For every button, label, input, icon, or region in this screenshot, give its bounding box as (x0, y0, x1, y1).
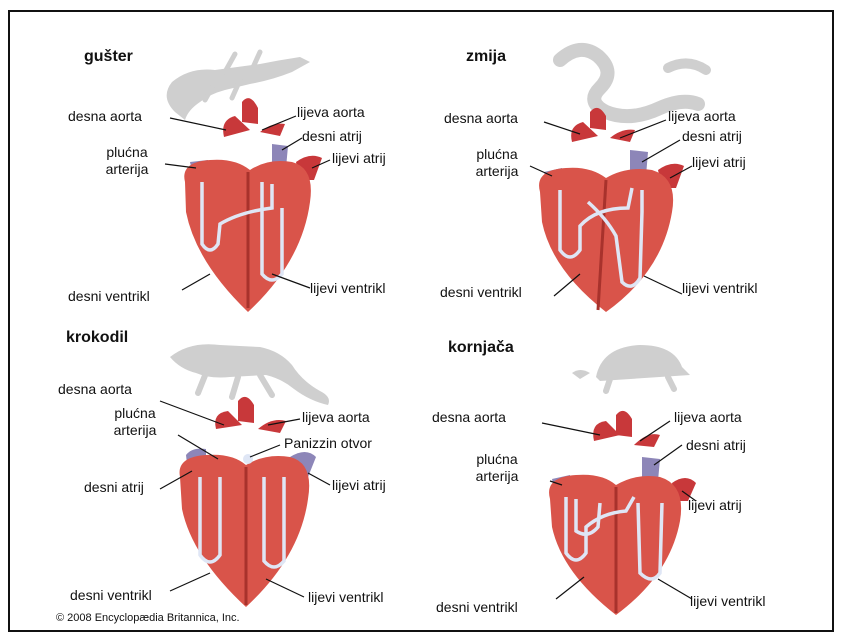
diagram-frame: gušter desna aorta lijeva aorta desni at… (8, 10, 834, 632)
label-right-atrium: desni atrij (302, 128, 362, 145)
panel-title: kornjača (448, 339, 514, 357)
lizard-silhouette-icon (167, 52, 310, 120)
label-left-ventricle: lijevi ventrikl (308, 589, 383, 606)
label-left-aorta: lijeva aorta (297, 104, 365, 121)
label-right-atrium: desni atrij (686, 437, 746, 454)
label-right-aorta: desna aorta (432, 409, 506, 426)
label-pulmonary-artery-line1: plućna (458, 146, 536, 163)
snake-heart (539, 108, 684, 312)
label-pulmonary-artery: plućna arterija (88, 144, 166, 178)
turtle-heart (549, 411, 696, 615)
panel-title: zmija (466, 48, 506, 66)
label-pulmonary-artery: plućna arterija (458, 451, 536, 485)
label-right-ventricle: desni ventrikl (436, 599, 518, 616)
label-right-ventricle: desni ventrikl (70, 587, 152, 604)
label-right-atrium: desni atrij (84, 479, 144, 496)
label-right-ventricle: desni ventrikl (68, 288, 150, 305)
label-pulmonary-artery-line2: arterija (458, 163, 536, 180)
label-left-atrium: lijevi atrij (692, 154, 746, 171)
turtle-silhouette-icon (572, 345, 690, 391)
panel-title: gušter (84, 48, 133, 66)
label-left-aorta: lijeva aorta (674, 409, 742, 426)
label-left-ventricle: lijevi ventrikl (682, 280, 757, 297)
label-pulmonary-artery-line1: plućna (458, 451, 536, 468)
label-left-atrium: lijevi atrij (332, 150, 386, 167)
crocodile-heart (180, 397, 316, 607)
label-left-aorta: lijeva aorta (302, 409, 370, 426)
crocodile-heart-diagram (10, 317, 420, 617)
label-pulmonary-artery-line2: arterija (88, 161, 166, 178)
label-left-ventricle: lijevi ventrikl (690, 593, 765, 610)
label-panizza-foramen: Panizzin otvor (284, 435, 372, 452)
label-right-atrium: desni atrij (682, 128, 742, 145)
label-left-aorta: lijeva aorta (668, 108, 736, 125)
label-left-ventricle: lijevi ventrikl (310, 280, 385, 297)
label-left-atrium: lijevi atrij (688, 497, 742, 514)
label-pulmonary-artery-line1: plućna (88, 144, 166, 161)
label-right-aorta: desna aorta (68, 108, 142, 125)
copyright-notice: © 2008 Encyclopædia Britannica, Inc. (56, 612, 240, 624)
label-pulmonary-artery-line2: arterija (458, 468, 536, 485)
label-left-atrium: lijevi atrij (332, 477, 386, 494)
label-pulmonary-artery: plućna arterija (96, 405, 174, 439)
label-right-aorta: desna aorta (58, 381, 132, 398)
crocodile-silhouette-icon (170, 344, 329, 405)
panel-title: krokodil (66, 329, 128, 347)
label-pulmonary-artery-line1: plućna (96, 405, 174, 422)
label-right-aorta: desna aorta (444, 110, 518, 127)
label-pulmonary-artery: plućna arterija (458, 146, 536, 180)
snake-silhouette-icon (560, 50, 706, 116)
label-pulmonary-artery-line2: arterija (96, 422, 174, 439)
label-right-ventricle: desni ventrikl (440, 284, 522, 301)
